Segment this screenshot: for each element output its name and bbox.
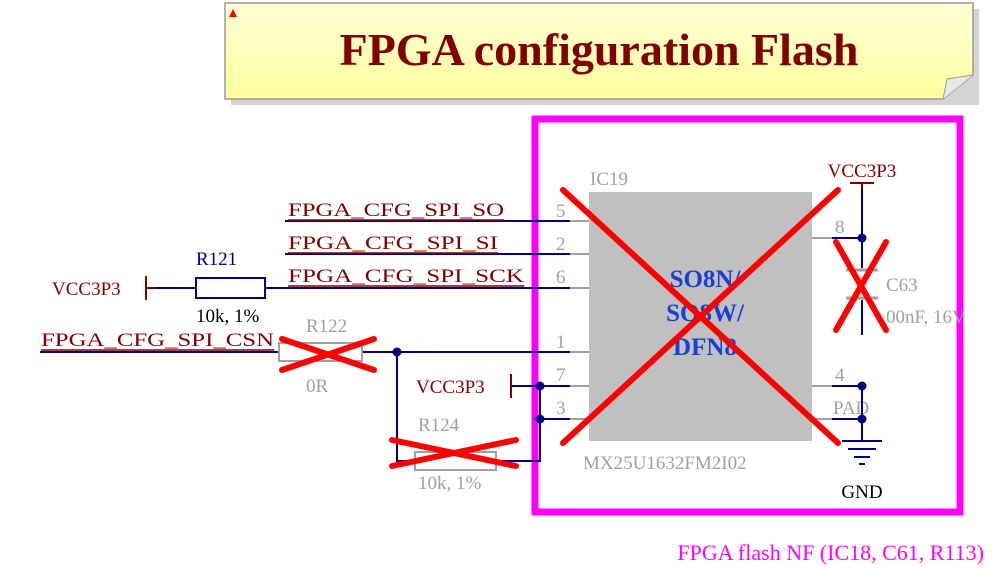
gnd-label: GND xyxy=(841,482,882,503)
r124-cross-b xyxy=(389,437,519,469)
highlight-box xyxy=(531,115,964,516)
pin-number-7: 7 xyxy=(556,365,566,386)
r122-ref: R122 xyxy=(306,316,347,337)
r121-ref: R121 xyxy=(196,249,237,270)
r122-body xyxy=(278,342,363,362)
net-wires xyxy=(40,183,863,462)
r122-value: 0R xyxy=(306,376,329,397)
power-label-vcc3p3-mid: VCC3P3 xyxy=(416,377,485,398)
r124-value: 10k, 1% xyxy=(418,473,482,494)
power-port-symbols xyxy=(145,182,874,398)
not-fitted-note: FPGA flash NF (IC18, C61, R113) xyxy=(677,540,984,565)
net-label-spi-so: FPGA_CFG_SPI_SO xyxy=(288,200,504,221)
pin-number-5: 5 xyxy=(556,201,566,222)
pin-number-pad: PAD xyxy=(833,398,869,419)
pin-number-2: 2 xyxy=(556,234,566,255)
pin-number-6: 6 xyxy=(556,267,566,288)
c63-value: 00nF, 16V xyxy=(886,307,966,328)
ic19-cross-b xyxy=(560,187,841,446)
title-note: FPGA configuration Flash xyxy=(224,2,979,105)
gnd-symbol xyxy=(842,440,882,465)
c63-cross-b xyxy=(833,239,889,333)
power-label-vcc3p3-right: VCC3P3 xyxy=(828,161,897,182)
r121-value: 10k, 1% xyxy=(196,306,260,327)
net-label-spi-sck: FPGA_CFG_SPI_SCK xyxy=(288,266,524,287)
net-label-spi-csn: FPGA_CFG_SPI_CSN xyxy=(41,330,274,351)
c63-ref: C63 xyxy=(886,275,918,296)
r121-body xyxy=(195,277,266,299)
page-title: FPGA configuration Flash xyxy=(340,24,859,75)
ic19-part-number: MX25U1632FM2I02 xyxy=(583,453,747,474)
pin-number-4: 4 xyxy=(835,365,845,386)
power-label-vcc3p3-left: VCC3P3 xyxy=(52,279,121,300)
not-fitted-marks xyxy=(279,187,889,469)
pin-number-8: 8 xyxy=(835,217,845,238)
net-label-spi-si: FPGA_CFG_SPI_SI xyxy=(288,233,498,254)
r124-ref: R124 xyxy=(418,415,460,436)
r122-cross-b xyxy=(279,336,377,373)
pin-number-1: 1 xyxy=(556,332,566,353)
ic19-ref: IC19 xyxy=(590,169,628,190)
note-marker-icon xyxy=(229,9,237,17)
junction-dots xyxy=(392,233,867,424)
pin-number-3: 3 xyxy=(556,398,566,419)
